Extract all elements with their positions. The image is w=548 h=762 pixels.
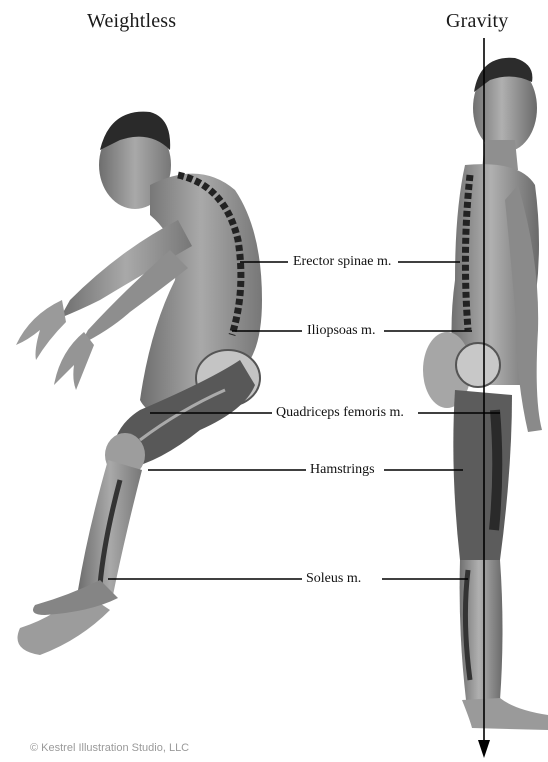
label-hamstrings: Hamstrings <box>307 462 378 478</box>
label-quadriceps: Quadriceps femoris m. <box>273 405 407 421</box>
gravity-thigh <box>453 390 512 560</box>
gravity-figure <box>423 58 548 730</box>
label-erector-spinae: Erector spinae m. <box>290 254 394 270</box>
weightless-hand-2 <box>54 332 94 390</box>
label-iliopsoas: Iliopsoas m. <box>304 323 378 339</box>
label-soleus: Soleus m. <box>303 571 364 587</box>
gravity-foot <box>462 698 548 730</box>
weightless-figure <box>16 112 262 655</box>
heading-gravity: Gravity <box>446 10 509 33</box>
heading-weightless: Weightless <box>87 10 176 33</box>
weightless-hand-1 <box>16 300 66 360</box>
gravity-pelvis <box>456 343 500 387</box>
copyright-notice: © Kestrel Illustration Studio, LLC <box>30 742 189 754</box>
gravity-thigh-muscle <box>494 410 497 530</box>
